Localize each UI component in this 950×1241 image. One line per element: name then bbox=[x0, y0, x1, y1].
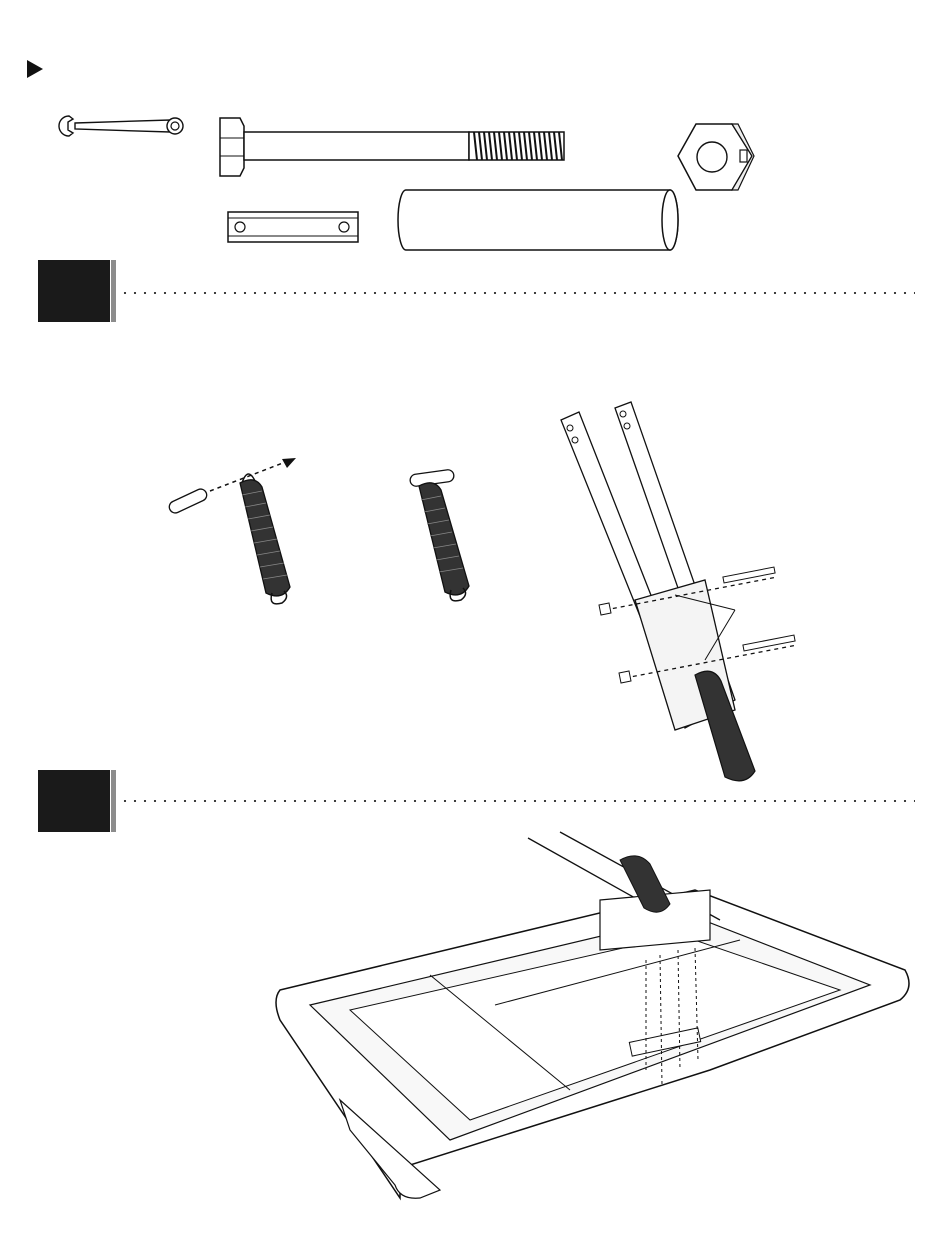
spring-with-pin-arrow bbox=[160, 455, 310, 610]
bracket-assembly bbox=[555, 400, 815, 790]
tube-icon bbox=[398, 188, 683, 252]
nut-icon bbox=[676, 122, 756, 194]
divider bbox=[120, 800, 915, 802]
step-marker-1 bbox=[38, 260, 110, 322]
step-marker-2 bbox=[38, 770, 110, 832]
bolt-icon bbox=[218, 116, 568, 178]
wrench-icon bbox=[55, 112, 185, 142]
divider bbox=[120, 292, 915, 294]
bracket-icon bbox=[226, 210, 361, 246]
triangle-right-icon bbox=[27, 60, 45, 80]
frame-assembly bbox=[270, 830, 915, 1205]
spring-with-pin bbox=[405, 460, 485, 605]
